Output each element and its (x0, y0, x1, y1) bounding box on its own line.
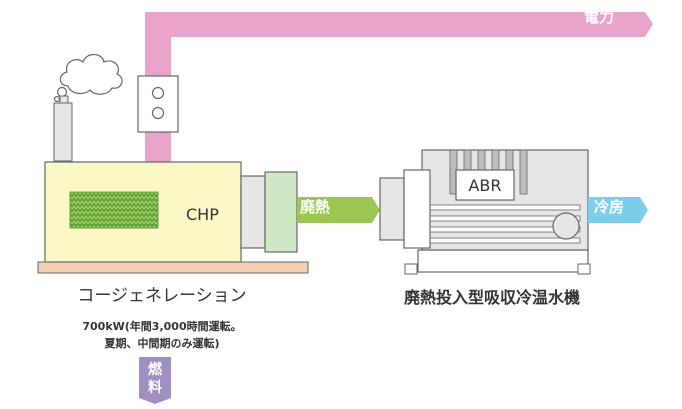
heat-exchanger (264, 171, 298, 253)
indicator-light-icon (151, 106, 165, 120)
indicator-light-icon (151, 86, 165, 100)
absorption-chiller (379, 149, 591, 275)
cooling-label: 冷房 (594, 198, 625, 216)
waste-heat-arrow (297, 197, 380, 223)
power-line (145, 12, 653, 162)
cooling-arrow (588, 197, 648, 223)
chiller-panel-left (379, 177, 405, 241)
power-arrow (145, 12, 653, 162)
abr-unit-label: ABR (468, 176, 502, 195)
waste-heat-label: 廃熱 (300, 198, 331, 216)
chp-unit (37, 161, 309, 274)
power-label: 電力 (584, 8, 615, 26)
chp-base (37, 261, 309, 274)
chp-unit-label: CHP (186, 205, 219, 224)
chp-name: コージェネレーション (77, 286, 247, 306)
chimney (53, 95, 73, 162)
absorber-name: 廃熱投入型吸収冷温水機 (403, 288, 580, 307)
fuel-label: 燃料 (148, 362, 162, 396)
chp-spec-line1: 700kW(年間3,000時間運転。 (82, 320, 242, 333)
fuel-arrow (139, 357, 171, 404)
chp-spec: 700kW(年間3,000時間運転。 夏期、中間期のみ運転) (40, 318, 284, 352)
abr-label-box (455, 169, 515, 201)
chp-spec-line2: 夏期、中間期のみ運転) (104, 337, 220, 350)
control-panel (137, 75, 179, 133)
chiller-pump-icon (552, 212, 580, 240)
chp-radiator (69, 191, 159, 229)
chiller-stand (417, 249, 589, 273)
chiller-door (403, 169, 431, 249)
smoke-cloud-icon (53, 53, 123, 103)
